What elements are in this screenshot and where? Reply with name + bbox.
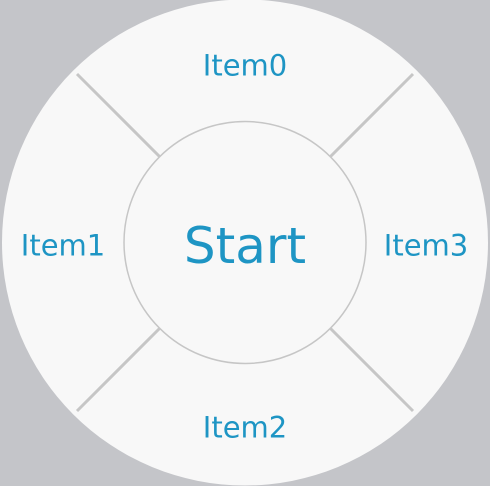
divider-top-left xyxy=(75,72,162,159)
menu-item-label: Item2 xyxy=(202,410,288,445)
menu-item-label: Item0 xyxy=(202,48,288,83)
divider-bottom-right xyxy=(328,326,415,413)
menu-item-label: Item1 xyxy=(20,228,106,263)
divider-bottom-left xyxy=(75,326,162,413)
menu-item-label: Item3 xyxy=(383,228,469,263)
divider-top-right xyxy=(328,72,415,159)
start-label: Start xyxy=(183,217,307,275)
start-button[interactable] xyxy=(123,120,367,365)
